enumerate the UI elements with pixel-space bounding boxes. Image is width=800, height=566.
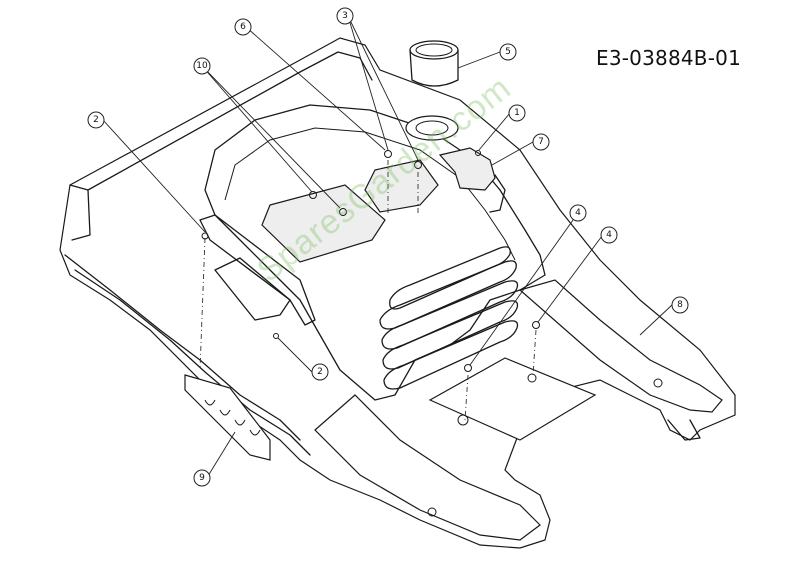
- body-front-fold: [69, 184, 91, 241]
- leader-lines: [102, 15, 673, 477]
- callout-8-text: 8: [677, 300, 683, 310]
- callout-2-text: 2: [93, 115, 99, 125]
- side-recess: [199, 214, 316, 326]
- callout-4b: 4: [600, 226, 618, 244]
- callout-4a-text: 4: [575, 208, 581, 218]
- fasteners: [201, 150, 540, 372]
- callout-1-text: 1: [514, 108, 520, 118]
- side-slot: [214, 257, 291, 321]
- floor-plate: [428, 357, 597, 441]
- fuel-cap-assembly: [405, 40, 459, 141]
- callout-2b-text: 2: [317, 367, 323, 377]
- lever-bracket: [438, 147, 496, 191]
- callout-3: 3: [336, 7, 354, 25]
- body-top-rim: [87, 51, 373, 191]
- callout-10: 10: [193, 57, 211, 75]
- callout-3-text: 3: [342, 11, 348, 21]
- callout-5: 5: [499, 43, 517, 61]
- right-footrest: [518, 279, 723, 413]
- callout-2b: 2: [311, 363, 329, 381]
- seat-bracket-rear: [364, 159, 439, 213]
- callout-10-text: 10: [196, 61, 208, 71]
- seat-well: [204, 104, 546, 401]
- callout-2: 2: [87, 111, 105, 129]
- callout-9-text: 9: [199, 473, 205, 483]
- callout-8: 8: [671, 296, 689, 314]
- left-footrest: [314, 394, 541, 541]
- callout-4a: 4: [569, 204, 587, 222]
- callout-5-text: 5: [505, 47, 511, 57]
- body-side-panel-inner: [74, 269, 311, 456]
- callout-9: 9: [193, 469, 211, 487]
- vent-louvers: [379, 246, 519, 390]
- callout-7-text: 7: [538, 137, 544, 147]
- callout-4b-text: 4: [606, 230, 612, 240]
- callout-1: 1: [508, 104, 526, 122]
- callout-6-text: 6: [240, 22, 246, 32]
- seat-well-inner: [224, 127, 516, 261]
- callout-7: 7: [532, 133, 550, 151]
- mounting-bracket: [184, 374, 271, 461]
- floor-plate-bolt-hole: [457, 414, 469, 426]
- seat-mount-plate: [261, 184, 386, 263]
- callout-6: 6: [234, 18, 252, 36]
- drawing-code: E3-03884B-01: [596, 46, 741, 70]
